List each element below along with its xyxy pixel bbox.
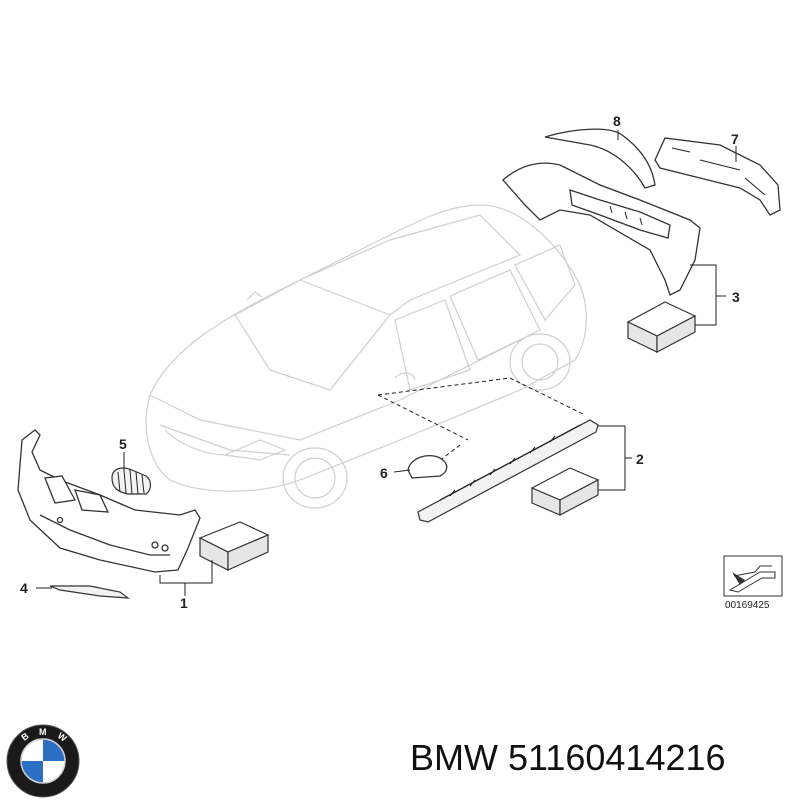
callout-2: 2 bbox=[636, 451, 644, 467]
callout-8: 8 bbox=[613, 113, 621, 129]
rear-bumper-part bbox=[502, 162, 701, 296]
svg-text:M: M bbox=[39, 727, 47, 737]
car-outline bbox=[145, 204, 587, 509]
caption-part-number: 51160414216 bbox=[508, 737, 726, 778]
box-2 bbox=[530, 467, 600, 516]
mirror-cap-part bbox=[407, 455, 448, 479]
callout-1: 1 bbox=[180, 595, 188, 611]
box-3 bbox=[626, 301, 697, 353]
part-caption: BMW 51160414216 bbox=[410, 737, 726, 779]
callout-5: 5 bbox=[119, 436, 127, 452]
callout-3: 3 bbox=[732, 289, 740, 305]
diffuser-part bbox=[654, 137, 781, 216]
bmw-logo-icon: B M W bbox=[6, 724, 80, 798]
side-skirt-part bbox=[417, 419, 599, 523]
callout-6: 6 bbox=[380, 465, 388, 481]
front-bumper-part bbox=[17, 429, 201, 573]
box-1 bbox=[198, 521, 270, 571]
callout-7: 7 bbox=[731, 131, 739, 147]
caption-brand: BMW bbox=[410, 737, 498, 778]
spoiler-part bbox=[544, 128, 656, 189]
diagram-code: 00169425 bbox=[725, 600, 770, 611]
diagram-id-icon bbox=[723, 555, 783, 597]
svg-text:B: B bbox=[19, 730, 30, 742]
trim-strip-part bbox=[49, 585, 130, 599]
callout-4: 4 bbox=[20, 580, 28, 596]
leader-lines bbox=[36, 130, 737, 596]
grille-part bbox=[111, 467, 152, 495]
